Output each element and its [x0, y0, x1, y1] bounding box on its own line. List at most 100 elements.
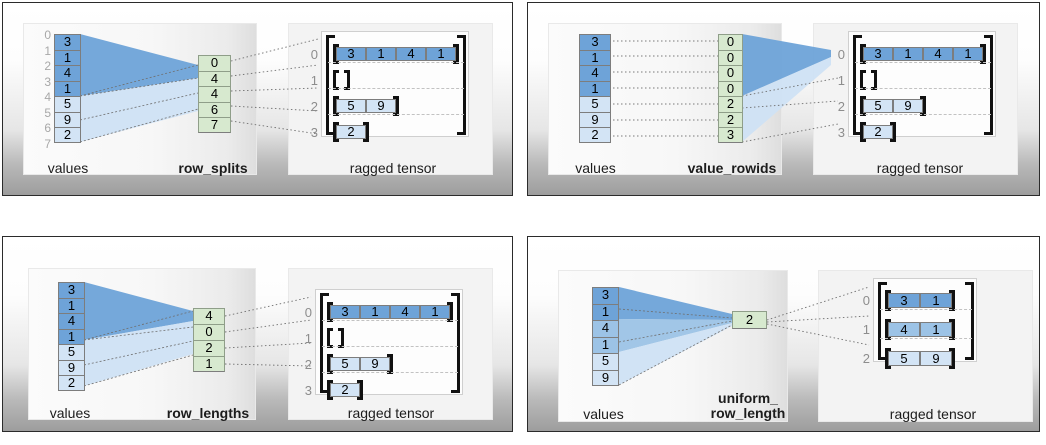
tensor-cell: 3 [863, 47, 893, 61]
tensor-row-brackets [316, 290, 464, 400]
value-cell: 5 [58, 344, 85, 360]
label-tensor-uniform: ragged tensor [889, 406, 977, 422]
value-cell: 2 [54, 127, 81, 143]
tensor-cell: 1 [420, 305, 450, 319]
value-cell: 1 [58, 328, 85, 344]
value-cell: 3 [579, 34, 611, 50]
value-cell: 4 [579, 65, 611, 81]
label-encoding-uniform: uniform_ row_length [710, 390, 786, 421]
tensor-row-index: 2 [304, 357, 312, 372]
tensor-row-index: 2 [837, 99, 845, 114]
tensor-row-separator [855, 114, 991, 115]
value-cell: 9 [54, 111, 81, 127]
tensor-row-index: 1 [837, 73, 845, 88]
tensor-cell: 2 [330, 383, 360, 397]
tensor-row-index: 3 [837, 125, 845, 140]
tensor-row-index: 3 [304, 383, 312, 398]
tensor-row-brackets [874, 279, 978, 369]
value-index-label: 4 [44, 90, 51, 104]
tensor-row-separator [328, 62, 464, 63]
encoding-cell: 0 [193, 324, 225, 340]
label-encoding-row-lengths: row_lengths [166, 405, 250, 421]
value-cell: 5 [579, 96, 611, 112]
value-cell: 2 [58, 375, 85, 391]
tensor-row-separator [880, 338, 972, 339]
tensor-row-index: 2 [862, 351, 870, 366]
tensor-row-brackets [322, 32, 470, 142]
tensor-cell: 3 [330, 305, 360, 319]
tensor-row: 2 [336, 125, 366, 139]
tensor-row-index: 1 [310, 73, 318, 88]
value-cell: 1 [592, 336, 619, 353]
tensor-cell: 4 [888, 322, 920, 337]
tensor-cell: 1 [366, 47, 396, 61]
tensor-cell: 3 [336, 47, 366, 61]
tensor-row-index: 0 [862, 293, 870, 308]
value-cell: 9 [579, 111, 611, 127]
label-tensor-value-rowids: ragged tensor [876, 160, 964, 176]
tensor-cell: 9 [893, 99, 923, 113]
tensor-cell: 2 [336, 125, 366, 139]
tensor-row-index: 2 [310, 99, 318, 114]
tensor-row-index: 0 [837, 47, 845, 62]
tensor-cell: 3 [888, 293, 920, 308]
tensor-cell: 5 [863, 99, 893, 113]
value-cell: 3 [54, 34, 81, 50]
tensor-outer-brackets [849, 32, 997, 138]
tensor-cell: 1 [953, 47, 983, 61]
tensor-row-index: 0 [310, 47, 318, 62]
encoding-cell: 0 [718, 49, 743, 65]
encoding-cell: 6 [198, 101, 231, 117]
encoding-cell: 4 [198, 86, 231, 102]
encoding-stack-uniform: 2 [732, 311, 767, 329]
label-encoding-row-splits: row_splits [178, 160, 248, 176]
tensor-row-separator [880, 309, 972, 310]
value-cell: 9 [592, 369, 619, 386]
tensor-row-index: 3 [310, 125, 318, 140]
encoding-cell: 2 [732, 311, 767, 329]
tensor-cell: 1 [426, 47, 456, 61]
tensor-cell: 5 [888, 351, 920, 366]
label-values-value-rowids: values [575, 160, 616, 176]
tensor-row-separator [328, 88, 464, 89]
tensor-row-separator [328, 114, 464, 115]
label-encoding-value-rowids: value_rowids [687, 160, 777, 176]
value-index-label: 2 [44, 59, 51, 73]
tensor-cell: 4 [390, 305, 420, 319]
tensor-row-separator [322, 346, 458, 347]
label-tensor-row-splits: ragged tensor [349, 160, 437, 176]
encoding-cell: 3 [718, 127, 743, 143]
encoding-cell: 4 [193, 308, 225, 324]
value-cell: 3 [592, 287, 619, 304]
tensor-cell: 1 [920, 293, 952, 308]
encoding-cell: 0 [718, 65, 743, 81]
encoding-cell: 7 [198, 117, 231, 133]
encoding-cell: 2 [193, 340, 225, 356]
value-cell: 5 [592, 353, 619, 370]
value-index-label: 7 [44, 136, 51, 151]
label-values-uniform: values [583, 406, 624, 422]
tensor-cell: 5 [330, 357, 360, 371]
tensor-row-separator [322, 320, 458, 321]
tensor-cell: 1 [920, 322, 952, 337]
tensor-row: 2 [330, 383, 360, 397]
tensor-cell: 9 [360, 357, 390, 371]
value-index-label: 6 [44, 121, 51, 135]
value-cell: 4 [592, 320, 619, 337]
value-cell: 3 [58, 282, 85, 298]
tensor-row-index: 1 [304, 331, 312, 346]
